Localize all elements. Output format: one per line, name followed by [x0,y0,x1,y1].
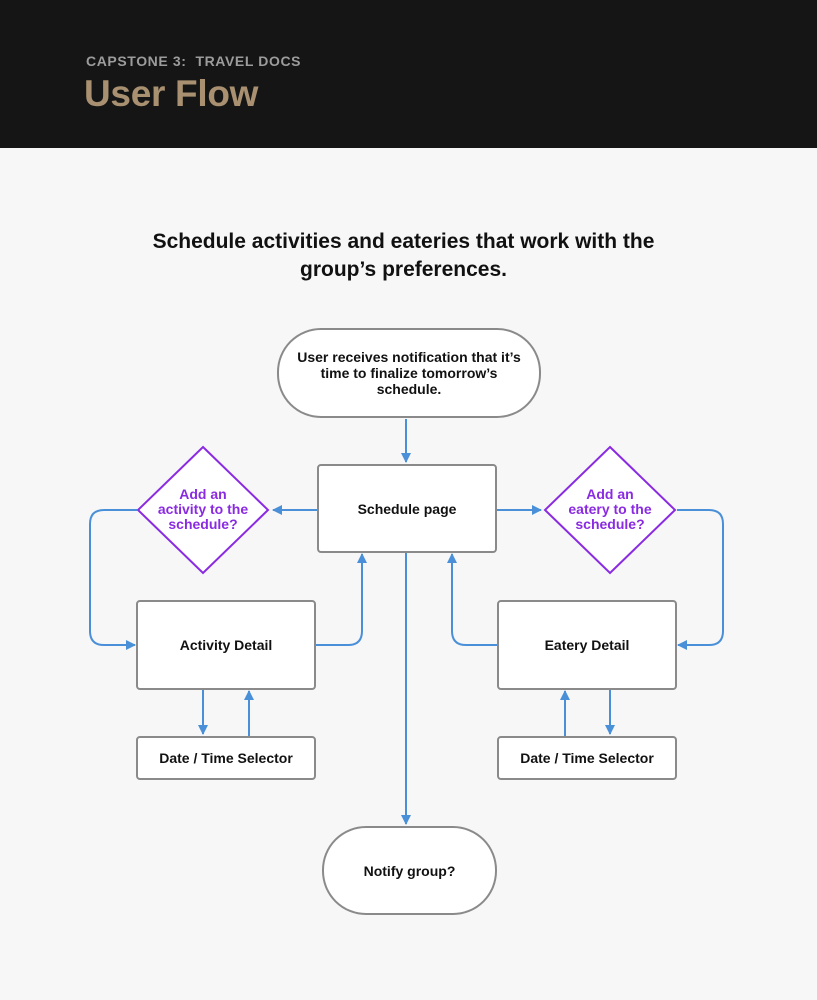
eatery-date-time-selector-node: Date / Time Selector [497,736,677,780]
decision-activity-line-2: activity to the [157,501,249,517]
eatery-date-time-selector-label: Date / Time Selector [520,750,654,766]
eatery-detail-label: Eatery Detail [544,637,630,653]
schedule-page-label: Schedule page [357,500,457,517]
decision-activity: Add an activity to the schedule? [143,487,263,532]
start-node-line-2: time to finalize tomorrow’s [320,365,498,381]
decision-eatery-line-1: Add an [586,486,634,502]
notify-group-label: Notify group? [363,862,456,879]
arrow-activity-detail-to-schedule [316,553,367,646]
page-title: User Flow [84,73,259,114]
schedule-page-node: Schedule page [317,464,497,553]
activity-date-time-selector-label: Date / Time Selector [159,750,293,766]
decision-eatery-line-3: schedule? [575,516,645,532]
decision-activity-shape [136,445,270,575]
activity-date-time-selector-node: Date / Time Selector [136,736,316,780]
notify-group-node: Notify group? [322,826,497,915]
decision-activity-line-3: schedule? [168,516,238,532]
arrow-eatery-decision-to-detail [677,509,724,650]
decision-eatery: Add an eatery to the schedule? [550,487,670,532]
start-node-line-3: schedule. [376,381,442,397]
activity-detail-node: Activity Detail [136,600,316,690]
decision-eatery-shape [543,445,677,575]
flow-goal: Schedule activities and eateries that wo… [0,228,807,284]
start-node-line-1: User receives notification that it’s [297,349,521,365]
project-eyebrow: CAPSTONE 3: TRAVEL DOCS [86,53,302,69]
flow-goal-line-1: Schedule activities and eateries that wo… [152,230,655,253]
arrow-eatery-detail-to-schedule [447,553,497,646]
decision-activity-line-1: Add an [179,486,227,502]
arrow-activity-decision-to-detail [89,509,137,650]
decision-eatery-line-2: eatery to the [568,501,652,517]
start-node: User receives notification that it’s tim… [277,328,541,418]
page-header: CAPSTONE 3: TRAVEL DOCS User Flow [0,0,817,148]
activity-detail-label: Activity Detail [179,637,273,653]
flow-goal-line-2: group’s preferences. [300,258,507,281]
eatery-detail-node: Eatery Detail [497,600,677,690]
